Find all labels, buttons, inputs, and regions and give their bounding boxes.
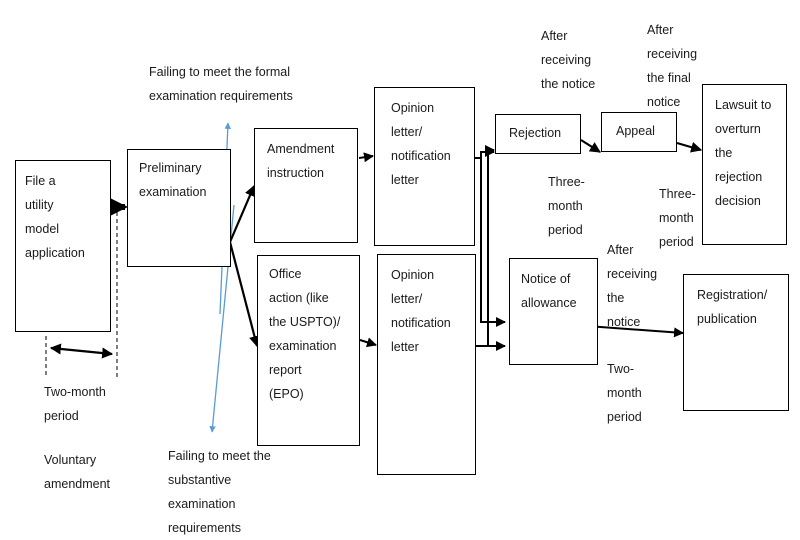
registration-box: Registration/ publication — [683, 274, 789, 411]
voluntary-amendment-label: Voluntary amendment — [44, 453, 111, 491]
arrow-amendment-to-opinion — [358, 152, 374, 163]
registration-label: Registration/ publication — [697, 288, 768, 326]
opinion-letter-top-label: Opinion letter/ notification letter — [391, 101, 451, 187]
appeal-label: Appeal — [616, 124, 655, 138]
arrow-allowance-to-registration — [586, 325, 684, 338]
appeal-box: Appeal — [601, 112, 677, 152]
arrow-opinion-bottom-to-rejection — [476, 145, 495, 347]
rejection-box: Rejection — [495, 114, 581, 154]
formal-failure-label: Failing to meet the formal examination r… — [149, 65, 293, 103]
opinion-letter-bottom-box: Opinion letter/ notification letter — [377, 254, 476, 475]
after-notice-bottom-label: After receiving the notice — [607, 243, 658, 329]
file-application-label: File a utility model application — [25, 174, 85, 260]
notice-of-allowance-box: Notice of allowance — [509, 258, 598, 365]
office-action-box: Office action (like the USPTO)/ examinat… — [257, 255, 360, 446]
arrow-opinion-top-to-rejection — [475, 147, 495, 159]
arrow-to-office-action — [228, 241, 260, 348]
after-notice-top-label: After receiving the notice — [541, 29, 596, 91]
after-final-notice-label: After receiving the final notice — [647, 23, 698, 109]
arrow-rejection-to-appeal — [580, 139, 601, 153]
notice-of-allowance-label: Notice of allowance — [521, 272, 577, 310]
rejection-label: Rejection — [509, 126, 562, 140]
opinion-letter-bottom-label: Opinion letter/ notification letter — [391, 268, 451, 354]
preliminary-exam-box: Preliminary examination — [127, 149, 231, 267]
arrow-opinion-top-to-allowance — [480, 158, 506, 327]
preliminary-exam-label: Preliminary examination — [139, 161, 207, 199]
three-month-period-1-label: Three- month period — [548, 175, 585, 237]
arrow-office-to-opinion — [359, 337, 377, 348]
office-action-label: Office action (like the USPTO)/ examinat… — [269, 267, 341, 401]
arrow-appeal-to-lawsuit — [676, 141, 703, 153]
two-month-period-right-label: Two- month period — [607, 362, 642, 424]
substantive-failure-label: Failing to meet the substantive examinat… — [168, 449, 271, 535]
three-month-period-2-label: Three- month period — [659, 187, 696, 249]
opinion-letter-top-box: Opinion letter/ notification letter — [374, 87, 475, 246]
lawsuit-box: Lawsuit to overturn the rejection decisi… — [702, 84, 787, 245]
arrow-to-amendment — [228, 184, 256, 243]
file-application-box: File a utility model application — [15, 160, 111, 332]
two-month-period-left-label: Two-month period — [44, 385, 106, 423]
two-month-double-arrow — [49, 343, 114, 359]
amendment-instruction-box: Amendment instruction — [254, 128, 358, 243]
amendment-instruction-label: Amendment instruction — [267, 142, 335, 180]
lawsuit-label: Lawsuit to overturn the rejection decisi… — [715, 98, 772, 208]
